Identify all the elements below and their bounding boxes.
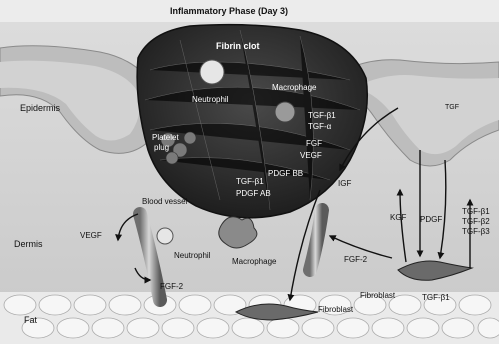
tgf-b3-right-label: TGF-β3 — [462, 228, 490, 236]
fibrin-clot-label: Fibrin clot — [216, 42, 260, 51]
vegf-dermis-label: VEGF — [80, 232, 102, 240]
epidermis-label: Epidermis — [20, 104, 60, 113]
dermis-label: Dermis — [14, 240, 43, 249]
pdgf-ab-label: PDGF AB — [236, 190, 271, 198]
tgf-b1-clot-label: TGF-β1 — [308, 112, 336, 120]
fibroblast-bottom-label: Fibroblast — [318, 306, 353, 314]
kgf-label: KGF — [390, 214, 406, 222]
fgf2-right-label: FGF-2 — [344, 256, 367, 264]
neutrophil-clot-label: Neutrophil — [192, 96, 228, 104]
tgf-epidermis-label: TGF — [445, 104, 459, 111]
tgf-b1-right-label: TGF-β1 — [462, 208, 490, 216]
pdgf-label: PDGF — [420, 216, 442, 224]
macrophage-clot-label: Macrophage — [272, 84, 316, 92]
tgf-b2-right-label: TGF-β2 — [462, 218, 490, 226]
tgf-b1-bottom-label: TGF-β1 — [422, 294, 450, 302]
tgf-a-clot-label: TGF-α — [308, 123, 331, 131]
igf-label: IGF — [338, 180, 351, 188]
fgf2-left-label: FGF-2 — [160, 283, 183, 291]
vegf-clot-label: VEGF — [300, 152, 322, 160]
fat-label: Fat — [24, 316, 37, 325]
platelet-label: Platelet — [152, 134, 179, 142]
neutrophil-dermis-label: Neutrophil — [174, 252, 210, 260]
diagram-title: Inflammatory Phase (Day 3) — [170, 7, 288, 16]
pdgf-bb-label: PDGF BB — [268, 170, 303, 178]
tgf-b1-clot-lower-label: TGF-β1 — [236, 178, 264, 186]
fgf-clot-label: FGF — [306, 140, 322, 148]
macrophage-cell-clot — [275, 102, 295, 122]
plug-label: plug — [154, 144, 169, 152]
neutrophil-cell-clot — [200, 60, 224, 84]
macrophage-dermis-label: Macrophage — [232, 258, 276, 266]
neutrophil-cell-dermis — [157, 228, 173, 244]
fibroblast-right-label: Fibroblast — [360, 292, 395, 300]
blood-vessel-label: Blood vessel — [142, 198, 187, 206]
